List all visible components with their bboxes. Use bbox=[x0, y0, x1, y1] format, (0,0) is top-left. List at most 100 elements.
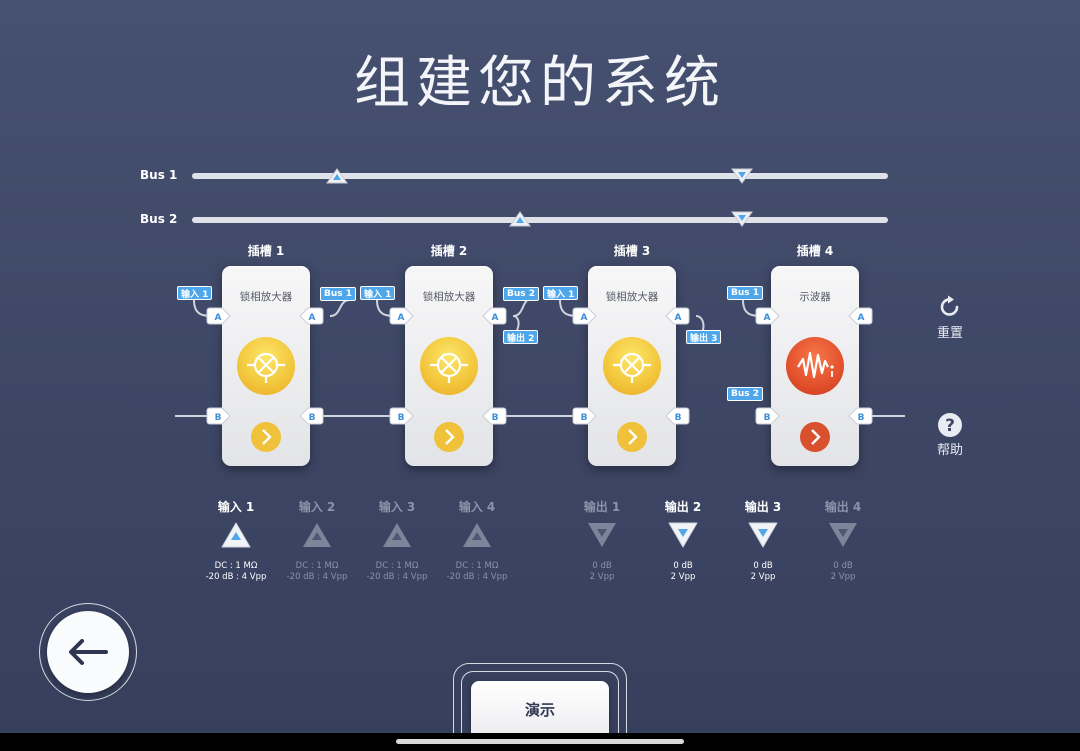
svg-text:A: A bbox=[492, 313, 499, 323]
slot-2-module-name: 锁相放大器 bbox=[422, 291, 476, 303]
slot-3-title: 插槽 3 bbox=[613, 244, 651, 258]
slot-1-port-a-in[interactable]: A bbox=[206, 307, 232, 325]
input-1-label: 输入 1 bbox=[217, 500, 255, 514]
back-button[interactable] bbox=[47, 611, 129, 693]
home-indicator[interactable] bbox=[396, 739, 684, 744]
input-3-spec: DC : 1 MΩ-20 dB : 4 Vpp bbox=[366, 561, 428, 582]
input-4-up-icon[interactable] bbox=[461, 521, 493, 549]
bus-1-track[interactable] bbox=[192, 173, 888, 179]
reset-icon[interactable] bbox=[937, 294, 963, 320]
slot-4-input-a-tag[interactable]: Bus 1 bbox=[727, 286, 764, 300]
help-icon[interactable]: ? bbox=[937, 412, 963, 438]
input-2-up-icon[interactable] bbox=[301, 521, 333, 549]
b-wire-left bbox=[175, 415, 223, 417]
svg-text:B: B bbox=[309, 413, 316, 423]
input-3-label: 输入 3 bbox=[378, 500, 416, 514]
b-wire-1-2 bbox=[310, 415, 405, 417]
slot-3-port-a-in[interactable]: A bbox=[572, 307, 598, 325]
reset-label[interactable]: 重置 bbox=[936, 326, 963, 341]
slot-4-input-b-tag[interactable]: Bus 2 bbox=[727, 387, 764, 401]
output-3-label: 输出 3 bbox=[744, 500, 782, 514]
output-1-down-icon[interactable] bbox=[586, 521, 618, 549]
back-button-ring bbox=[39, 603, 137, 701]
slot-2-port-a-out[interactable]: A bbox=[481, 307, 507, 325]
arrow-left-icon bbox=[69, 639, 108, 665]
bus-2-output-handle[interactable] bbox=[731, 211, 753, 227]
svg-text:A: A bbox=[581, 313, 588, 323]
input-2-spec: DC : 1 MΩ-20 dB : 4 Vpp bbox=[286, 561, 348, 582]
slot-2-chevron-right-icon[interactable] bbox=[434, 422, 464, 452]
bus-1-input-handle[interactable] bbox=[326, 168, 348, 184]
bus-2-track[interactable] bbox=[192, 217, 888, 223]
svg-text:A: A bbox=[309, 313, 316, 323]
oscilloscope-icon bbox=[786, 337, 844, 395]
svg-text:A: A bbox=[398, 313, 405, 323]
page-title: 组建您的系统 bbox=[354, 51, 726, 116]
demo-button-ring-outer bbox=[453, 663, 627, 751]
svg-text:B: B bbox=[398, 413, 405, 423]
output-4-label: 输出 4 bbox=[824, 500, 862, 514]
svg-text:B: B bbox=[492, 413, 499, 423]
slot-3-module-name: 锁相放大器 bbox=[605, 291, 659, 303]
slot-3-port-a-out[interactable]: A bbox=[664, 307, 690, 325]
slot-4-port-b-out[interactable]: B bbox=[847, 407, 873, 425]
slot-2-port-a-in[interactable]: A bbox=[389, 307, 415, 325]
demo-button-ring-inner bbox=[461, 671, 619, 751]
slot-4-port-b-in[interactable]: B bbox=[755, 407, 781, 425]
output-2-label: 输出 2 bbox=[664, 500, 702, 514]
slot-4-port-a-out[interactable]: A bbox=[847, 307, 873, 325]
slot-1-input-a-tag[interactable]: 输入 1 bbox=[177, 286, 213, 300]
lockin-amplifier-icon bbox=[420, 337, 478, 395]
output-2-down-icon[interactable] bbox=[667, 521, 699, 549]
svg-text:A: A bbox=[858, 313, 865, 323]
output-3-down-icon[interactable] bbox=[747, 521, 779, 549]
svg-text:A: A bbox=[764, 313, 771, 323]
bus-1-label: Bus 1 bbox=[140, 168, 178, 182]
slot-1-port-b-out[interactable]: B bbox=[298, 407, 324, 425]
slot-1-title: 插槽 1 bbox=[247, 244, 285, 258]
b-wire-right bbox=[859, 415, 905, 417]
svg-text:B: B bbox=[215, 413, 222, 423]
b-wire-2-3 bbox=[493, 415, 588, 417]
slot-2-output-a2-tag[interactable]: 输出 2 bbox=[503, 330, 539, 344]
svg-text:A: A bbox=[675, 313, 682, 323]
svg-text:B: B bbox=[675, 413, 682, 423]
slot-3-chevron-right-icon[interactable] bbox=[617, 422, 647, 452]
demo-button-label: 演示 bbox=[524, 700, 555, 719]
svg-text:?: ? bbox=[945, 416, 955, 436]
slot-2-port-b-in[interactable]: B bbox=[389, 407, 415, 425]
slot-1-port-b-in[interactable]: B bbox=[206, 407, 232, 425]
svg-text:B: B bbox=[764, 413, 771, 423]
slot-1-output-a-tag[interactable]: Bus 1 bbox=[320, 287, 357, 301]
lockin-amplifier-icon bbox=[237, 337, 295, 395]
slot-1-chevron-right-icon[interactable] bbox=[251, 422, 281, 452]
slot-3-port-b-out[interactable]: B bbox=[664, 407, 690, 425]
slot-4-chevron-right-icon[interactable] bbox=[800, 422, 830, 452]
input-4-label: 输入 4 bbox=[458, 500, 496, 514]
slot-4-title: 插槽 4 bbox=[796, 244, 834, 258]
output-4-down-icon[interactable] bbox=[827, 521, 859, 549]
input-1-up-icon[interactable] bbox=[220, 521, 252, 549]
slot-3-output-a-tag[interactable]: 输出 3 bbox=[686, 330, 722, 344]
lockin-amplifier-icon bbox=[603, 337, 661, 395]
slot-4-module-name: 示波器 bbox=[799, 291, 831, 303]
slot-2-input-a-tag[interactable]: 输入 1 bbox=[360, 286, 396, 300]
help-label[interactable]: 帮助 bbox=[936, 443, 963, 458]
bus-2-label: Bus 2 bbox=[140, 212, 178, 226]
input-4-spec: DC : 1 MΩ-20 dB : 4 Vpp bbox=[446, 561, 508, 582]
slot-2-output-a-tag[interactable]: Bus 2 bbox=[503, 287, 540, 301]
output-1-label: 输出 1 bbox=[583, 500, 621, 514]
bus-2-input-handle[interactable] bbox=[509, 211, 531, 227]
slot-1-port-a-out[interactable]: A bbox=[298, 307, 324, 325]
slot-3-port-b-in[interactable]: B bbox=[572, 407, 598, 425]
input-3-up-icon[interactable] bbox=[381, 521, 413, 549]
slot-2-port-b-out[interactable]: B bbox=[481, 407, 507, 425]
bus-1-output-handle[interactable] bbox=[731, 168, 753, 184]
slot-4-port-a-in[interactable]: A bbox=[755, 307, 781, 325]
slot-3-input-a-tag[interactable]: 输入 1 bbox=[543, 286, 579, 300]
slot-1-module-name: 锁相放大器 bbox=[239, 291, 293, 303]
